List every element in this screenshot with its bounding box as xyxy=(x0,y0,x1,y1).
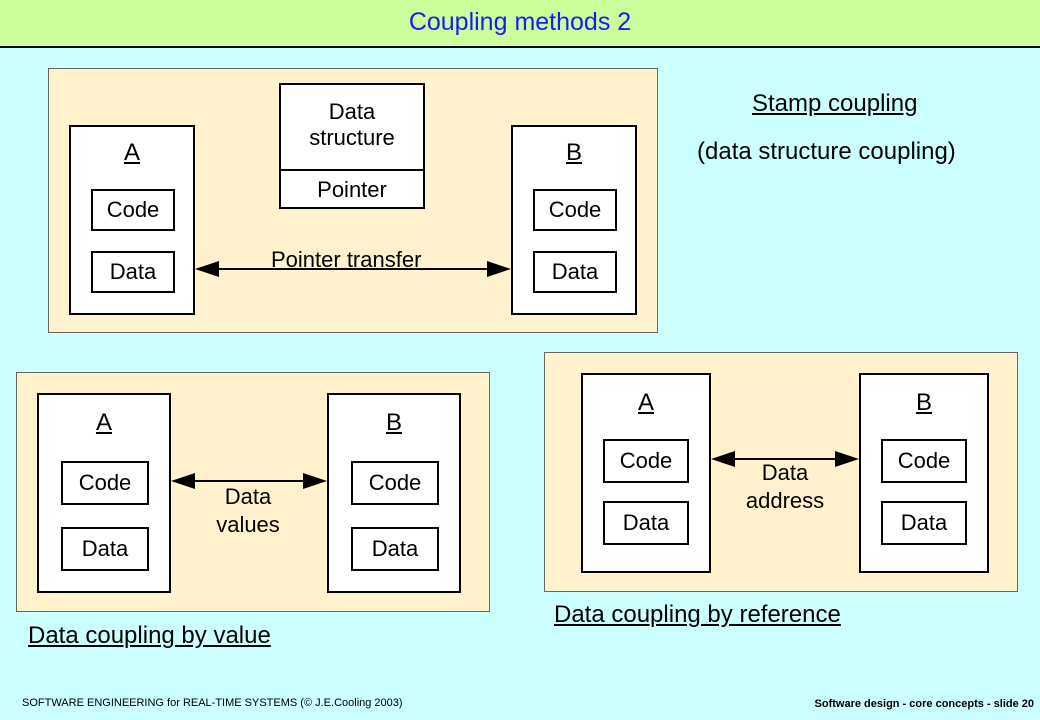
data-coupling-by-reference-caption: Data coupling by reference xyxy=(554,601,841,628)
module-a-data-box: Data xyxy=(91,251,175,293)
module-b-label: B xyxy=(565,139,582,166)
pointer-transfer-arrow xyxy=(195,261,511,277)
stamp-coupling-heading: Stamp coupling xyxy=(752,90,918,117)
module-b-data-box: Data xyxy=(533,251,617,293)
module-b-code-box: Code xyxy=(881,439,967,483)
module-a-code-box: Code xyxy=(91,189,175,231)
module-b-data-box: Data xyxy=(881,501,967,545)
slide-title: Coupling methods 2 xyxy=(408,8,632,36)
module-a-data-box: Data xyxy=(603,501,689,545)
pointer-transfer-label: Pointer transfer xyxy=(271,247,422,272)
data-coupling-by-value-caption: Data coupling by value xyxy=(28,622,271,649)
reference-module-a: A Code Data xyxy=(581,373,711,573)
stamp-coupling-subheading: (data structure coupling) xyxy=(697,138,956,165)
module-b-data-box: Data xyxy=(351,527,439,571)
module-a-code-box: Code xyxy=(603,439,689,483)
module-a-label: A xyxy=(123,139,140,166)
footer-slide-info: Software design - core concepts - slide … xyxy=(814,698,1034,710)
module-b-code-box: Code xyxy=(533,189,617,231)
module-b-label: B xyxy=(915,389,932,416)
stamp-module-b: B Code Data xyxy=(511,125,637,315)
pointer-label: Pointer xyxy=(317,177,387,202)
data-address-arrow xyxy=(711,451,859,467)
reference-module-b: B Code Data xyxy=(859,373,989,573)
title-bar: Coupling methods 2 xyxy=(0,0,1040,48)
data-values-label: Data values xyxy=(216,484,280,537)
data-structure-box: Data structure Pointer xyxy=(279,83,425,209)
module-b-code-box: Code xyxy=(351,461,439,505)
stamp-module-a: A Code Data xyxy=(69,125,195,315)
module-a-code-box: Code xyxy=(61,461,149,505)
footer-copyright: SOFTWARE ENGINEERING for REAL-TIME SYSTE… xyxy=(22,697,403,709)
value-coupling-panel: A Code Data B Code Data Data values xyxy=(16,372,490,612)
stamp-coupling-panel: A Code Data Data structure Pointer B Cod… xyxy=(48,68,658,333)
module-a-label: A xyxy=(637,389,654,416)
module-a-data-box: Data xyxy=(61,527,149,571)
data-values-arrow xyxy=(171,473,327,489)
data-address-label: Data address xyxy=(745,460,825,513)
data-structure-label: Data structure xyxy=(309,99,395,150)
reference-coupling-panel: A Code Data B Code Data Data address xyxy=(544,352,1018,592)
value-module-a: A Code Data xyxy=(37,393,171,593)
module-a-label: A xyxy=(95,409,112,436)
value-module-b: B Code Data xyxy=(327,393,461,593)
structure-divider xyxy=(281,169,423,171)
module-b-label: B xyxy=(385,409,402,436)
